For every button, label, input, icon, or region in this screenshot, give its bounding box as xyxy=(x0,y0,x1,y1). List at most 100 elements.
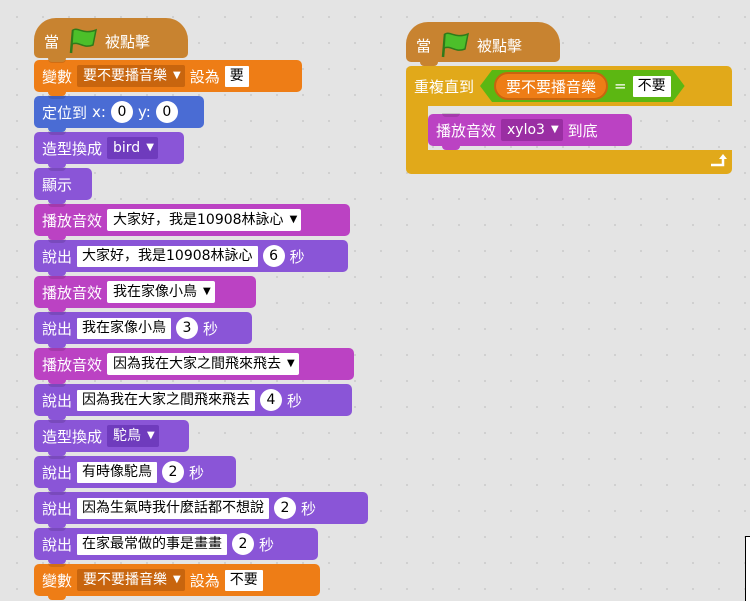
block-label: 說出 xyxy=(42,319,73,338)
loop-arrow-icon xyxy=(711,154,727,167)
green-flag-icon xyxy=(69,28,98,54)
sound-dropdown[interactable]: xylo3 ▼ xyxy=(501,119,563,141)
go-to-xy-block[interactable]: 定位到 x: 0 y: 0 xyxy=(34,95,204,132)
variable-dropdown[interactable]: 要不要播音樂 ▼ xyxy=(77,569,185,591)
value-input[interactable]: 要 xyxy=(224,65,249,87)
secs-unit: 秒 xyxy=(287,391,303,410)
play-sound-block[interactable]: 播放音效 我在家像小鳥 ▼ xyxy=(34,275,256,312)
sound-dropdown[interactable]: 因為我在大家之間飛來飛去 ▼ xyxy=(107,353,299,375)
play-sound-block[interactable]: 播放音效 大家好，我是10908林詠心 ▼ xyxy=(34,203,350,240)
block-label: 說出 xyxy=(42,463,73,482)
hat-clicked-label: 被點擊 xyxy=(477,36,523,55)
sound-dropdown[interactable]: 我在家像小鳥 ▼ xyxy=(107,281,215,303)
secs-unit: 秒 xyxy=(189,463,205,482)
say-for-secs-block[interactable]: 說出 因為我在大家之間飛來飛去 4 秒 xyxy=(34,383,352,420)
dropdown-arrow-icon: ▼ xyxy=(173,574,181,585)
block-label: 播放音效 xyxy=(42,283,103,302)
block-label: 設為 xyxy=(189,67,220,86)
repeat-until-label: 重複直到 xyxy=(414,77,475,96)
say-text-input[interactable]: 我在家像小鳥 xyxy=(77,317,172,339)
block-label: 說出 xyxy=(42,247,73,266)
secs-unit: 秒 xyxy=(259,535,275,554)
dropdown-arrow-icon: ▼ xyxy=(289,214,298,225)
y-input[interactable]: 0 xyxy=(155,101,178,123)
secs-input[interactable]: 2 xyxy=(162,461,185,483)
variable-dropdown[interactable]: 要不要播音樂▼ xyxy=(77,65,185,87)
when-flag-clicked-hat[interactable]: 當 被點擊 xyxy=(34,18,188,62)
dropdown-value: xylo3 xyxy=(507,122,545,138)
set-variable-block[interactable]: 變數 要不要播音樂 ▼ 設為 不要 xyxy=(34,563,320,600)
when-flag-clicked-hat[interactable]: 當 被點擊 xyxy=(406,22,560,66)
block-label: 造型換成 xyxy=(42,139,103,158)
secs-unit: 秒 xyxy=(301,499,317,518)
repeat-until-header[interactable]: 重複直到 要不要播音樂 = 不要 xyxy=(406,66,732,106)
x-label: x: xyxy=(92,103,106,121)
secs-input[interactable]: 6 xyxy=(262,245,285,267)
block-label: 定位到 xyxy=(42,103,88,122)
switch-costume-block[interactable]: 造型換成 駝鳥 ▼ xyxy=(34,419,189,456)
costume-dropdown[interactable]: 駝鳥 ▼ xyxy=(107,425,159,447)
equals-sign: = xyxy=(614,77,627,95)
hat-clicked-label: 被點擊 xyxy=(105,32,151,51)
secs-unit: 秒 xyxy=(289,247,305,266)
green-flag-icon xyxy=(441,32,470,58)
block-label: 說出 xyxy=(42,391,73,410)
block-label: 變數 xyxy=(42,67,73,86)
dropdown-value: 我在家像小鳥 xyxy=(113,284,198,300)
value-input[interactable]: 不要 xyxy=(224,569,263,591)
say-for-secs-block[interactable]: 說出 在家最常做的事是畫畫 2 秒 xyxy=(34,527,318,564)
say-for-secs-block[interactable]: 說出 有時像駝鳥 2 秒 xyxy=(34,455,236,492)
x-input[interactable]: 0 xyxy=(110,101,133,123)
play-sound-block[interactable]: 播放音效 因為我在大家之間飛來飛去 ▼ xyxy=(34,347,354,384)
secs-input[interactable]: 3 xyxy=(176,317,199,339)
say-text-input[interactable]: 因為我在大家之間飛來飛去 xyxy=(77,389,256,411)
dropdown-value: bird xyxy=(113,140,141,156)
block-label: 播放音效 xyxy=(42,355,103,374)
compare-input[interactable]: 不要 xyxy=(633,76,671,97)
dropdown-arrow-icon: ▼ xyxy=(550,124,559,135)
say-for-secs-block[interactable]: 說出 我在家像小鳥 3 秒 xyxy=(34,311,252,348)
repeat-until-block[interactable]: 重複直到 要不要播音樂 = 不要 播放音效 xylo3 ▼ 到底 xyxy=(406,66,732,174)
block-label: 說出 xyxy=(42,499,73,518)
panel-edge xyxy=(745,536,750,601)
dropdown-arrow-icon: ▼ xyxy=(147,430,155,441)
say-text-input[interactable]: 大家好，我是10908林詠心 xyxy=(77,245,258,267)
block-label: 設為 xyxy=(189,571,220,590)
repeat-until-footer xyxy=(406,150,732,174)
variable-reporter[interactable]: 要不要播音樂 xyxy=(494,72,608,100)
secs-input[interactable]: 2 xyxy=(274,497,297,519)
block-label: 造型換成 xyxy=(42,427,103,446)
block-label: 播放音效 xyxy=(436,121,497,140)
block-label: 到底 xyxy=(567,121,598,140)
secs-input[interactable]: 2 xyxy=(232,533,255,555)
equals-operator[interactable]: 要不要播音樂 = 不要 xyxy=(480,70,685,102)
dropdown-arrow-icon: ▼ xyxy=(173,70,181,81)
dropdown-value: 駝鳥 xyxy=(113,428,142,444)
dropdown-arrow-icon: ▼ xyxy=(146,142,154,153)
show-block[interactable]: 顯示 xyxy=(34,167,92,204)
dropdown-value: 要不要播音樂 xyxy=(83,572,168,588)
dropdown-value: 大家好，我是10908林詠心 xyxy=(113,212,284,228)
secs-input[interactable]: 4 xyxy=(260,389,283,411)
y-label: y: xyxy=(137,103,151,121)
dropdown-arrow-icon: ▼ xyxy=(203,286,211,297)
switch-costume-block[interactable]: 造型換成 bird ▼ xyxy=(34,131,184,168)
dropdown-value: 因為我在大家之間飛來飛去 xyxy=(113,356,282,372)
say-text-input[interactable]: 在家最常做的事是畫畫 xyxy=(77,533,228,555)
block-label: 變數 xyxy=(42,571,73,590)
block-label: 播放音效 xyxy=(42,211,103,230)
block-label: 顯示 xyxy=(42,175,73,194)
repeat-until-arm xyxy=(406,106,428,150)
hat-when-label: 當 xyxy=(44,32,60,51)
say-for-secs-block[interactable]: 說出 因為生氣時我什麼話都不想說 2 秒 xyxy=(34,491,368,528)
secs-unit: 秒 xyxy=(203,319,219,338)
hat-when-label: 當 xyxy=(416,36,432,55)
dropdown-arrow-icon: ▼ xyxy=(287,358,295,369)
sound-dropdown[interactable]: 大家好，我是10908林詠心 ▼ xyxy=(107,209,302,231)
play-sound-until-done-block[interactable]: 播放音效 xylo3 ▼ 到底 xyxy=(428,113,632,150)
say-for-secs-block[interactable]: 說出 大家好，我是10908林詠心 6 秒 xyxy=(34,239,348,276)
costume-dropdown[interactable]: bird ▼ xyxy=(107,137,158,159)
set-variable-block[interactable]: 變數 要不要播音樂▼ 設為 要 xyxy=(34,59,302,96)
say-text-input[interactable]: 有時像駝鳥 xyxy=(77,461,158,483)
say-text-input[interactable]: 因為生氣時我什麼話都不想說 xyxy=(77,497,270,519)
